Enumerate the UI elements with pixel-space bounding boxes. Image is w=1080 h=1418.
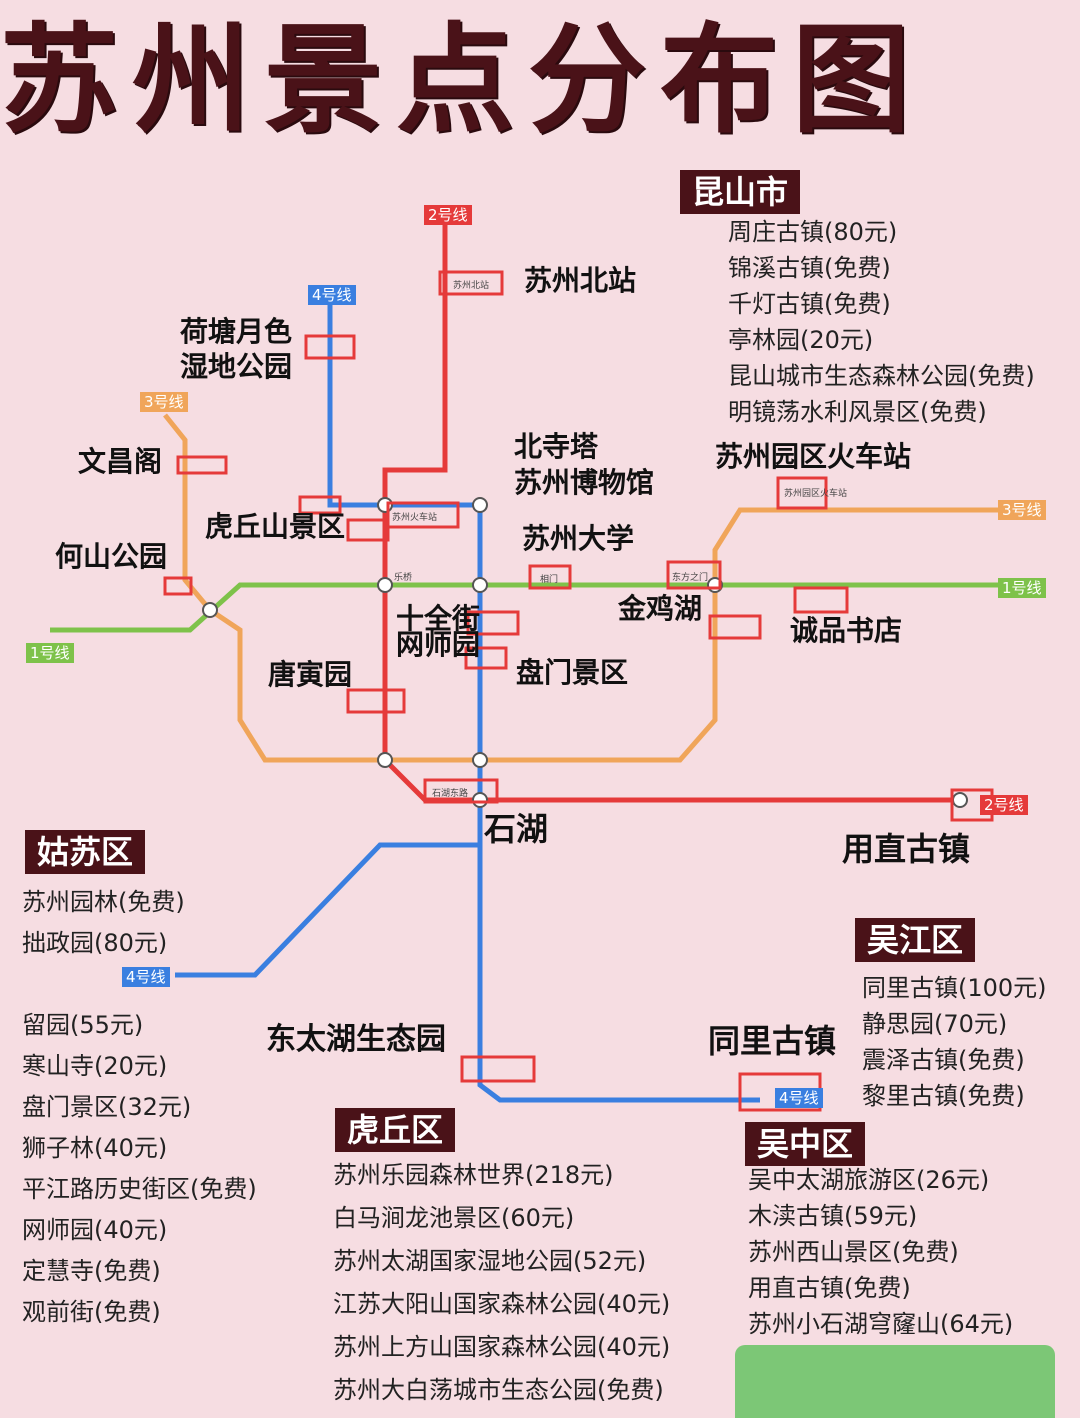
list-item: 木渎古镇(59元): [748, 1202, 918, 1230]
list-item: 用直古镇(免费): [748, 1274, 911, 1302]
line1-badge-left: 1号线: [26, 643, 74, 663]
list-item: 苏州太湖国家湿地公园(52元): [333, 1247, 647, 1275]
poi-hetang-2: 湿地公园: [180, 350, 293, 383]
wujiang-list: 同里古镇(100元) 静思园(70元) 震泽古镇(免费) 黎里古镇(免费): [862, 970, 1047, 1114]
station-label: 苏州北站: [453, 281, 490, 291]
list-item: 静思园(70元): [862, 1010, 1008, 1038]
station-label: 苏州火车站: [392, 513, 438, 523]
gusu-list-b: 留园(55元) 寒山寺(20元) 盘门景区(32元) 狮子林(40元) 平江路历…: [22, 1005, 257, 1333]
station-label: 石湖东路: [432, 789, 469, 799]
list-item: 吴中太湖旅游区(26元): [748, 1166, 990, 1194]
list-item: 盘门景区(32元): [22, 1093, 192, 1121]
interchange-line4-3: [472, 497, 488, 513]
poi-jinji: 金鸡湖: [618, 592, 703, 625]
list-item: 苏州西山景区(免费): [748, 1238, 959, 1266]
station-label: 乐桥: [394, 573, 413, 583]
poi-hetang-1: 荷塘月色: [180, 315, 293, 348]
kunshan-list: 周庄古镇(80元) 锦溪古镇(免费) 千灯古镇(免费) 亭林园(20元) 昆山城…: [728, 214, 1035, 430]
interchange-shihu: [472, 792, 488, 808]
poi-shiquan-2: 网师园: [396, 628, 481, 661]
poi-panmen: 盘门景区: [516, 656, 629, 689]
list-item: 锦溪古镇(免费): [728, 254, 891, 282]
list-item: 白马涧龙池景区(60元): [333, 1204, 575, 1232]
huqiu-list: 苏州乐园森林世界(218元) 白马涧龙池景区(60元) 苏州太湖国家湿地公园(5…: [333, 1154, 670, 1412]
list-item: 周庄古镇(80元): [728, 218, 898, 246]
list-item: 江苏大阳山国家森林公园(40元): [333, 1290, 671, 1318]
line2-path: [382, 225, 960, 803]
district-tag-kunshan: 昆山市: [680, 170, 801, 214]
list-item: 拙政园(80元): [22, 929, 168, 957]
poi-suzhou-north: 苏州北站: [524, 264, 637, 297]
poi-wenchang: 文昌阁: [78, 445, 163, 478]
line4-path: [327, 300, 760, 1103]
list-item: 苏州大白荡城市生态公园(免费): [333, 1376, 664, 1404]
list-item: 千灯古镇(免费): [728, 290, 891, 318]
station-label: 相门: [540, 575, 559, 585]
line3-badge-right: 3号线: [998, 500, 1046, 520]
poi-shihu: 石湖: [484, 810, 549, 848]
line4-badge-bottom: 4号线: [775, 1088, 823, 1108]
interchange-south: [472, 752, 488, 768]
list-item: 平江路历史街区(免费): [22, 1175, 257, 1203]
gusu-list-a: 苏州园林(免费) 拙政园(80元): [22, 882, 185, 964]
interchange-shizi: [202, 602, 218, 618]
poi-heshan: 何山公园: [55, 540, 168, 573]
list-item: 寒山寺(20元): [22, 1052, 168, 1080]
list-item: 苏州乐园森林世界(218元): [333, 1161, 614, 1189]
list-item: 定慧寺(免费): [22, 1257, 161, 1285]
wuzhong-list: 吴中太湖旅游区(26元) 木渎古镇(59元) 苏州西山景区(免费) 用直古镇(免…: [748, 1162, 1013, 1342]
line2-badge-top: 2号线: [424, 205, 472, 225]
list-item: 观前街(免费): [22, 1298, 161, 1326]
poi-chengpin: 诚品书店: [790, 614, 903, 647]
poi-tangyin: 唐寅园: [268, 658, 353, 691]
district-tag-wuzhong: 吴中区: [745, 1122, 866, 1166]
poi-suda: 苏州大学: [522, 522, 635, 555]
line4-branch: [175, 842, 480, 978]
list-item: 同里古镇(100元): [862, 974, 1047, 1002]
list-item: 苏州上方山国家森林公园(40元): [333, 1333, 671, 1361]
poi-park-station: 苏州园区火车站: [715, 440, 912, 473]
list-item: 震泽古镇(免费): [862, 1046, 1025, 1074]
interchange-line4-1: [472, 577, 488, 593]
list-item: 昆山城市生态森林公园(免费): [728, 362, 1035, 390]
line2-badge-right: 2号线: [980, 795, 1028, 815]
line1-badge-right: 1号线: [998, 578, 1046, 598]
interchange-leqiao: [377, 577, 393, 593]
interchange-sw: [377, 752, 393, 768]
poi-huqiu: 虎丘山景区: [205, 510, 346, 543]
page-title: 苏州景点分布图: [0, 10, 925, 149]
station-label: 东方之门: [672, 573, 709, 583]
line3-badge-left: 3号线: [140, 392, 188, 412]
list-item: 狮子林(40元): [22, 1134, 168, 1162]
line3-path: [163, 413, 1000, 763]
district-tag-wujiang: 吴江区: [855, 918, 976, 962]
list-item: 苏州园林(免费): [22, 888, 185, 916]
line4-badge-left: 4号线: [122, 967, 170, 987]
list-item: 苏州小石湖穹窿山(64元): [748, 1310, 1014, 1338]
poi-luzhi: 用直古镇: [842, 830, 971, 868]
poi-dongtaihu: 东太湖生态园: [266, 1022, 446, 1057]
decorative-sticker: [735, 1345, 1055, 1418]
poi-shiquan-1: 十全街: [396, 602, 481, 635]
station-label: 苏州园区火车站: [784, 489, 848, 499]
district-tag-gusu: 姑苏区: [25, 830, 146, 874]
list-item: 留园(55元): [22, 1011, 144, 1039]
interchange-end: [952, 792, 968, 808]
poi-tongli: 同里古镇: [708, 1022, 837, 1060]
poi-beisi-1: 北寺塔: [514, 430, 599, 463]
poi-beisi-2: 苏州博物馆: [514, 466, 655, 499]
list-item: 明镜荡水利风景区(免费): [728, 398, 987, 426]
interchange-suzhou-station: [377, 497, 393, 513]
list-item: 黎里古镇(免费): [862, 1082, 1025, 1110]
list-item: 亭林园(20元): [728, 326, 874, 354]
line4-badge-top: 4号线: [308, 285, 356, 305]
list-item: 网师园(40元): [22, 1216, 168, 1244]
district-tag-huqiu: 虎丘区: [335, 1108, 456, 1152]
